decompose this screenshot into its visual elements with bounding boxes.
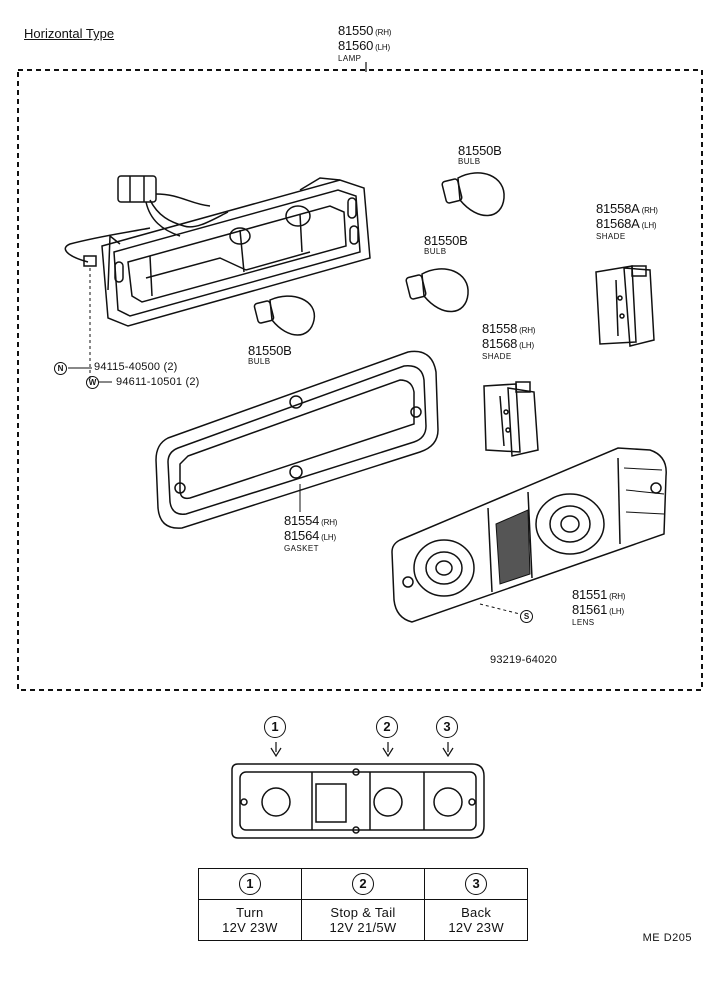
col-1-spec: 12V 23W	[222, 920, 278, 935]
col-3-number: 3	[465, 873, 488, 895]
rh-suffix: (RH)	[321, 518, 338, 527]
screw-mark-icon: S	[520, 610, 533, 623]
washer-part-number: 94611-10501 (2)	[116, 376, 200, 388]
position-arrows	[270, 742, 454, 758]
col-2-number: 2	[351, 873, 374, 895]
col-3-spec: 12V 23W	[448, 920, 504, 935]
shade-a-lh-number: 81568A	[596, 216, 640, 231]
table-cell: Back 12V 23W	[424, 899, 528, 941]
bulb-mid-callout: 81550B BULB	[424, 234, 468, 256]
bulb-left-graphic	[253, 295, 316, 336]
lamp-callout: 81550(RH) 81560(LH) LAMP	[338, 24, 391, 63]
bulb-mid-graphic	[405, 268, 469, 313]
col-2-function: Stop & Tail	[330, 905, 396, 920]
bulb-left-callout: 81550B BULB	[248, 344, 292, 366]
table-cell: 2	[300, 868, 426, 900]
bulb-mid-name: BULB	[424, 247, 447, 256]
position-2-marker: 2	[376, 716, 398, 738]
shade-a-rh-number: 81558A	[596, 201, 640, 216]
bulb-left-name: BULB	[248, 357, 271, 366]
lens-position-diagram	[231, 763, 485, 839]
nut-part-number: 94115-40500 (2)	[94, 361, 178, 373]
table-cell: Turn 12V 23W	[198, 899, 302, 941]
shade-rh-number: 81558	[482, 321, 518, 336]
bulb-spec-table: 1 2 3 Turn 12V 23W Stop & Tail 12V 21/5W…	[198, 868, 528, 941]
rh-suffix: (RH)	[609, 592, 626, 601]
shade-lh-number: 81568	[482, 336, 518, 351]
table-cell: 1	[198, 868, 302, 900]
shade-a-name: SHADE	[596, 232, 626, 241]
bulb-top-name: BULB	[458, 157, 481, 166]
col-1-function: Turn	[236, 905, 264, 920]
shade-a-callout: 81558A(RH) 81568A(LH) SHADE	[596, 202, 658, 241]
lamp-rh-number: 81550	[338, 23, 374, 38]
washer-mark-icon: W	[86, 376, 99, 389]
lamp-housing	[101, 177, 371, 327]
lens-name: LENS	[572, 618, 595, 627]
table-cell: Stop & Tail 12V 21/5W	[300, 899, 426, 941]
bulb-top-number: 81550B	[458, 143, 502, 158]
bulb-mid-number: 81550B	[424, 233, 468, 248]
lens-lh-number: 81561	[572, 602, 608, 617]
table-cell: 3	[424, 868, 528, 900]
shade-callout: 81558(RH) 81568(LH) SHADE	[482, 322, 535, 361]
col-3-function: Back	[461, 905, 492, 920]
lens-graphic	[391, 447, 667, 623]
drawing-code: ME D205	[642, 932, 692, 944]
screw-part-number: 93219-64020	[490, 654, 558, 666]
lens-rh-number: 81551	[572, 587, 608, 602]
position-3-marker: 3	[436, 716, 458, 738]
col-2-spec: 12V 21/5W	[329, 920, 397, 935]
gasket-callout: 81554(RH) 81564(LH) GASKET	[284, 514, 337, 553]
shade-graphic	[483, 381, 539, 457]
lh-suffix: (LH)	[519, 341, 534, 350]
shade-a-graphic	[595, 265, 655, 347]
table-row: Turn 12V 23W Stop & Tail 12V 21/5W Back …	[198, 899, 528, 941]
lh-suffix: (LH)	[609, 607, 624, 616]
lens-callout: 81551(RH) 81561(LH) LENS	[572, 588, 625, 627]
col-1-number: 1	[238, 873, 261, 895]
position-1-marker: 1	[264, 716, 286, 738]
lh-suffix: (LH)	[375, 43, 390, 52]
gasket-lh-number: 81564	[284, 528, 320, 543]
lh-suffix: (LH)	[321, 533, 336, 542]
bulb-top-graphic	[441, 172, 505, 217]
wire-harness	[64, 175, 229, 267]
table-header-row: 1 2 3	[198, 868, 528, 900]
assembly-boundary	[17, 69, 703, 691]
diagram-title: Horizontal Type	[24, 26, 115, 41]
shade-name: SHADE	[482, 352, 512, 361]
lh-suffix: (LH)	[641, 221, 657, 230]
lamp-lh-number: 81560	[338, 38, 374, 53]
rh-suffix: (RH)	[375, 28, 392, 37]
bulb-top-callout: 81550B BULB	[458, 144, 502, 166]
lamp-name: LAMP	[338, 54, 362, 63]
bulb-left-number: 81550B	[248, 343, 292, 358]
nut-mark-icon: N	[54, 362, 67, 375]
gasket-name: GASKET	[284, 544, 319, 553]
rh-suffix: (RH)	[519, 326, 536, 335]
rh-suffix: (RH)	[641, 206, 658, 215]
gasket-rh-number: 81554	[284, 513, 320, 528]
gasket-graphic	[155, 350, 439, 529]
